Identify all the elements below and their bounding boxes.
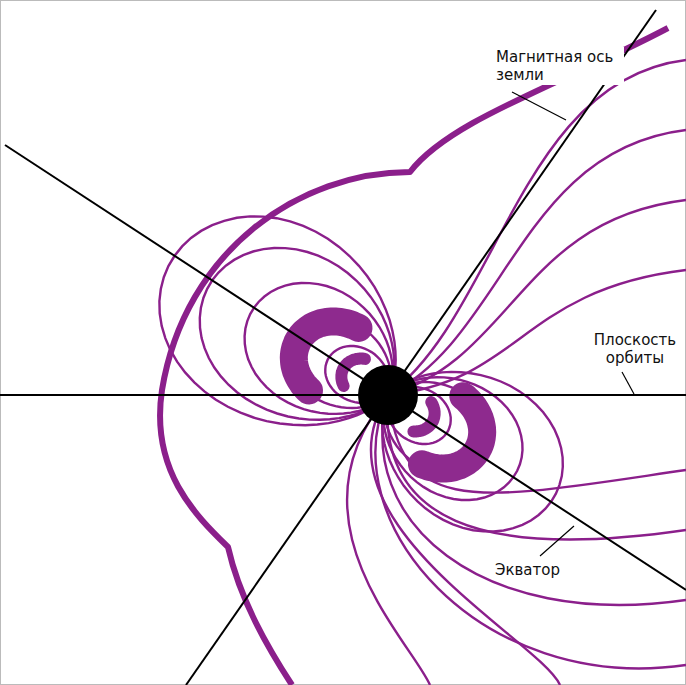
- leader-line: [540, 526, 574, 556]
- field-line: [347, 395, 430, 685]
- field-line: [371, 395, 560, 685]
- field-line: [388, 395, 686, 493]
- equator-line: [5, 145, 686, 590]
- field-line: [388, 60, 686, 395]
- axis-label: Плоскость орбиты: [586, 330, 684, 368]
- field-line: [382, 395, 686, 605]
- earth: [358, 365, 418, 425]
- leader-line: [512, 92, 566, 120]
- field-line: [388, 270, 686, 395]
- axis-label: Магнитная ось земли: [493, 47, 624, 85]
- field-line: [388, 130, 686, 395]
- leader-line: [622, 372, 634, 394]
- field-line: [388, 200, 686, 395]
- field-line: [375, 395, 686, 668]
- axis-label: Экватор: [492, 560, 563, 580]
- orbit-plane-line: [0, 394, 686, 396]
- field-line: [387, 395, 686, 540]
- field-lines: [159, 60, 686, 685]
- inner-belt: [413, 402, 434, 431]
